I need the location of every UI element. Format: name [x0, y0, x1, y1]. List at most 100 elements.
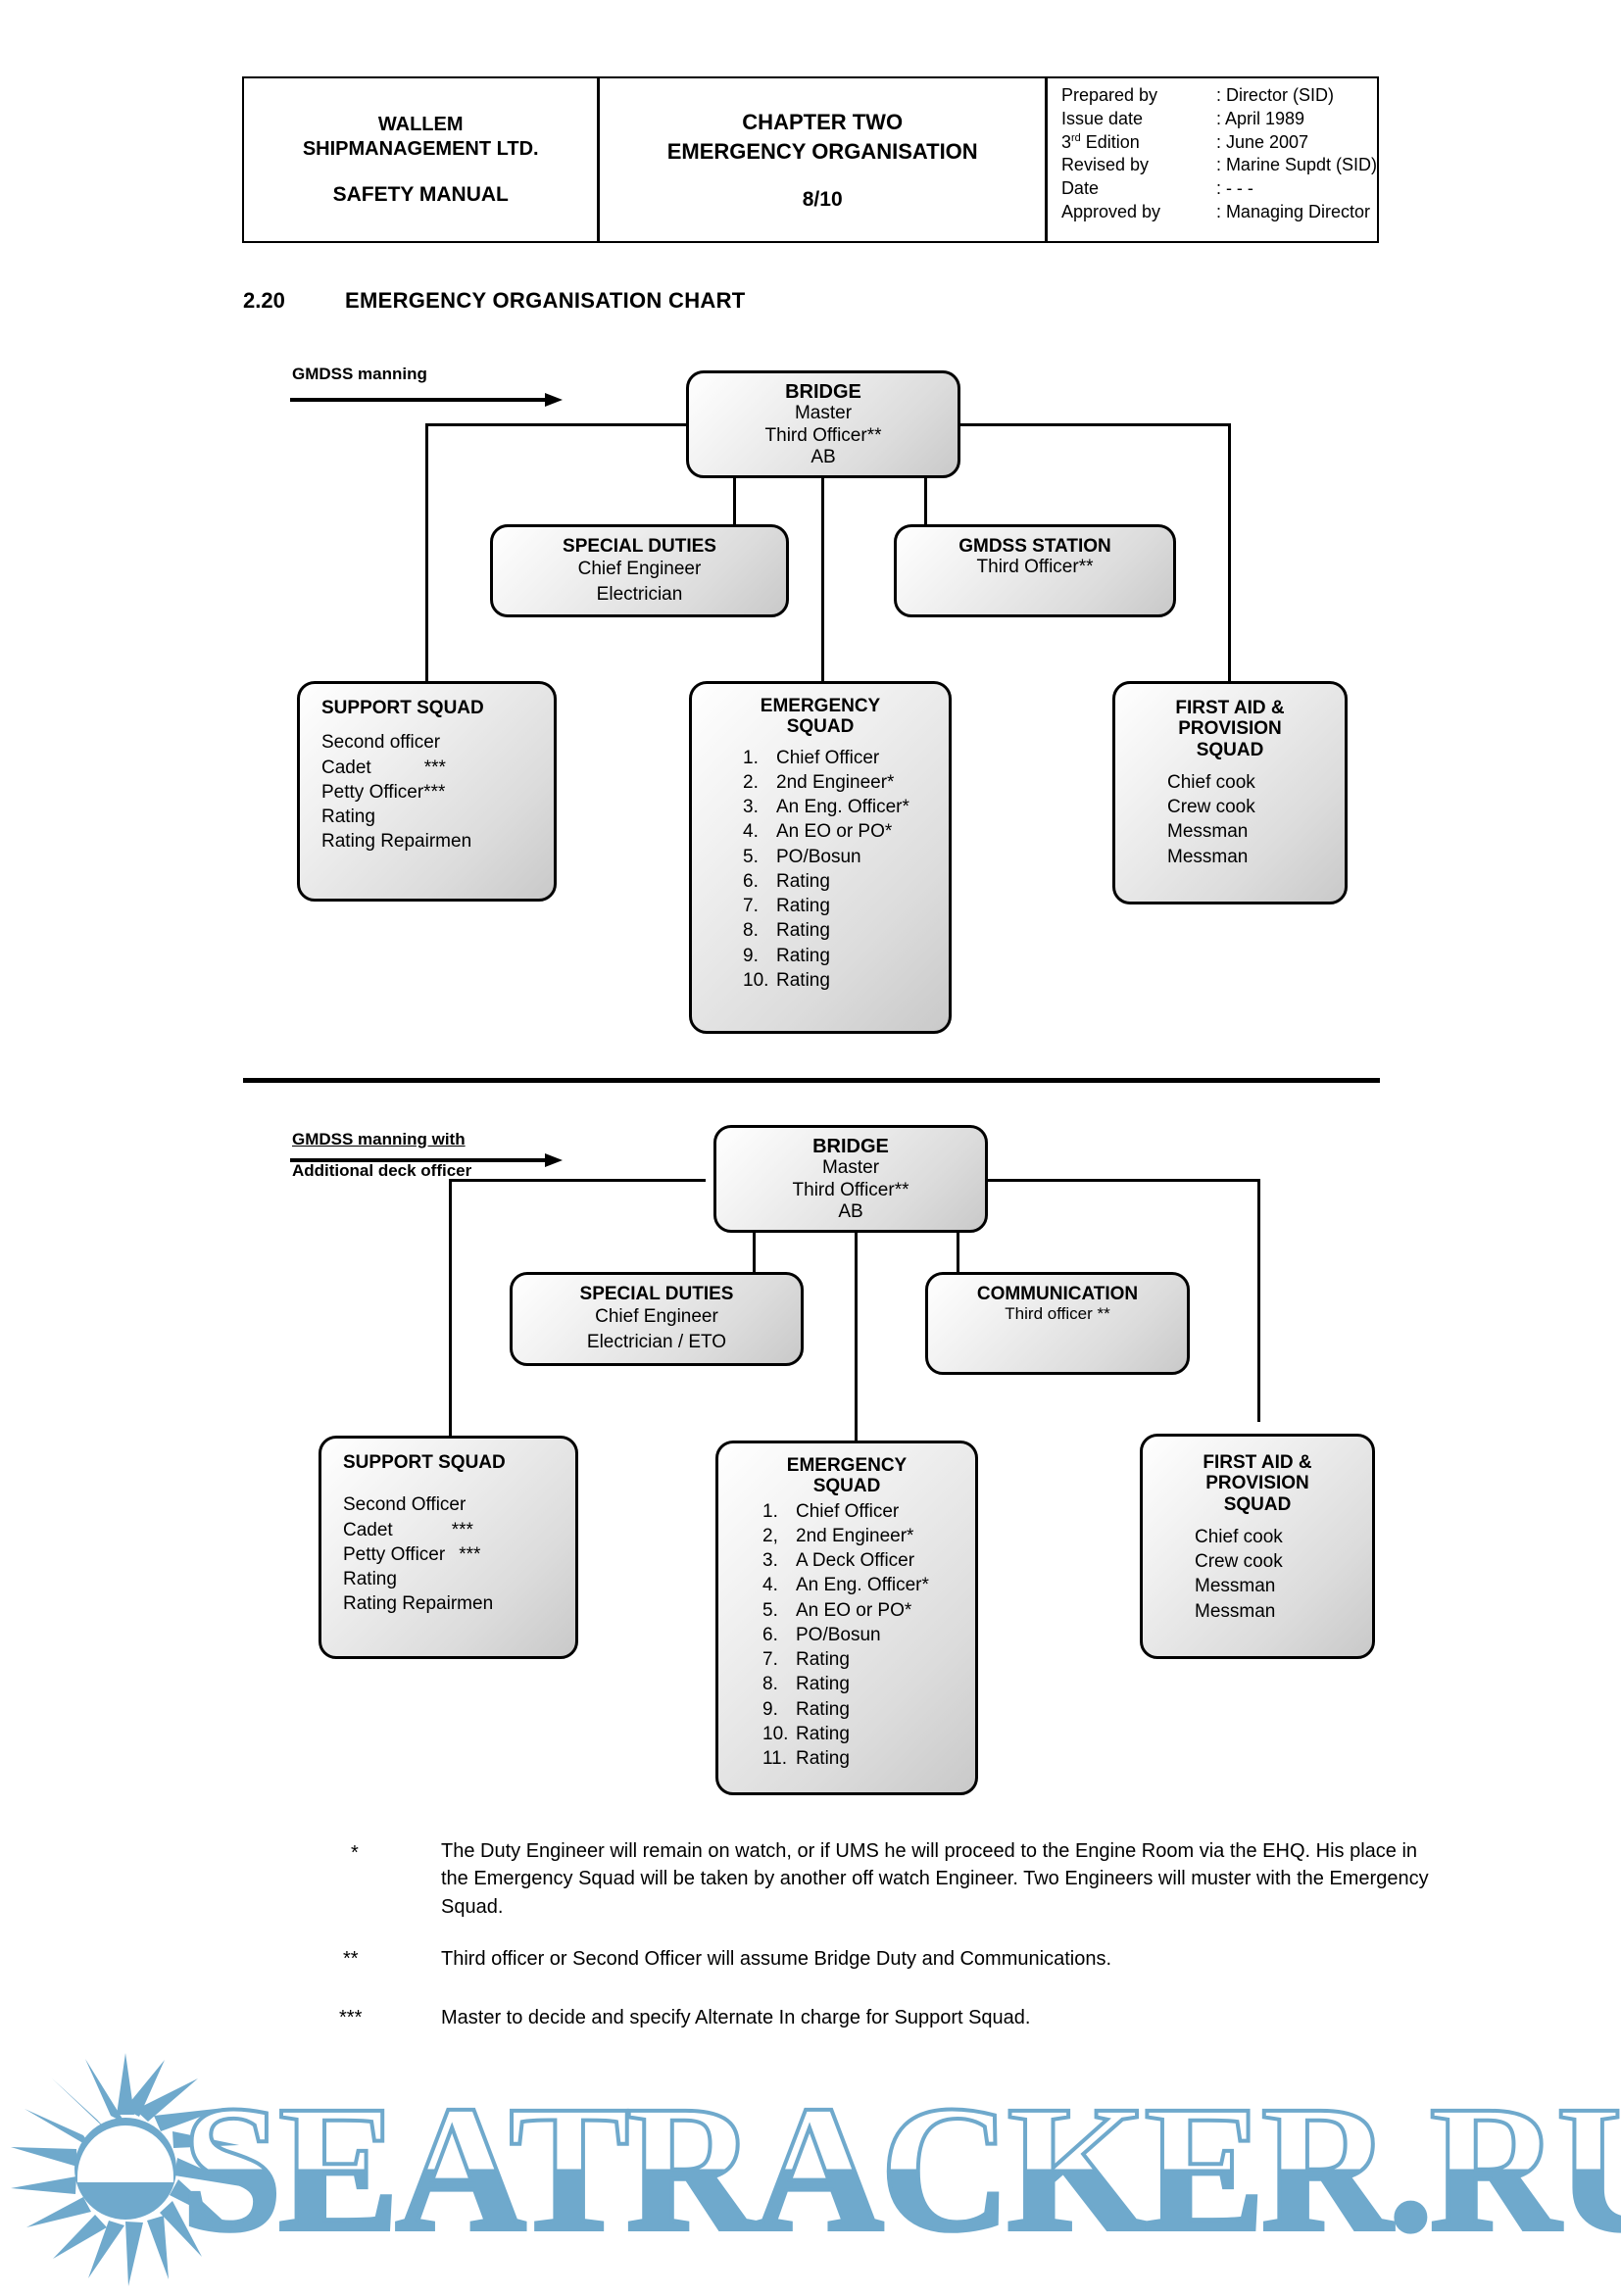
- meta-value: : Director (SID): [1215, 85, 1334, 105]
- chart1-first-aid-title: FIRST AID & PROVISION SQUAD: [1115, 698, 1345, 760]
- chart2-bridge-title: BRIDGE: [812, 1136, 889, 1157]
- chart2-first-aid-line: Messman: [1195, 1600, 1276, 1622]
- chart2-emergency-squad-item: 6.PO/Bosun: [762, 1624, 881, 1645]
- chart1-first-aid-squad-box[interactable]: FIRST AID & PROVISION SQUAD Chief cook C…: [1112, 681, 1348, 904]
- cadet-stars: ***: [423, 757, 446, 778]
- chart1-support-squad-box[interactable]: SUPPORT SQUAD Second officer Cadet*** Pe…: [297, 681, 557, 902]
- chart1-drop-emergency: [821, 475, 824, 686]
- chart1-support-squad-line-cadet: Cadet***: [321, 757, 446, 778]
- meta-row-edition: 3rd Edition : June 2007: [1061, 131, 1377, 155]
- chart1-special-duties-box[interactable]: SPECIAL DUTIES Chief Engineer Electricia…: [490, 524, 789, 617]
- chart1-bus-left: [425, 423, 700, 426]
- chart2-support-squad-line-cadet: Cadet***: [343, 1519, 473, 1540]
- chart1-bridge-box[interactable]: BRIDGE Master Third Officer** AB: [686, 370, 960, 478]
- footnote-mark-2: **: [343, 1948, 359, 1970]
- chart2-first-aid-squad-box[interactable]: FIRST AID & PROVISION SQUAD Chief cook C…: [1140, 1434, 1375, 1659]
- chart1-emergency-squad-item: 8.Rating: [743, 920, 830, 942]
- chart2-flow-label-line1: GMDSS manning with: [292, 1130, 466, 1148]
- chart1-emergency-squad-box[interactable]: EMERGENCY SQUAD 1.Chief Officer 2.2nd En…: [689, 681, 952, 1034]
- chart2-support-squad-line: Second Officer: [343, 1494, 467, 1516]
- meta-row-revised-by: Revised by : Marine Supdt (SID): [1061, 154, 1377, 177]
- chart2-bus-left: [449, 1179, 706, 1182]
- footnote-mark-1: *: [351, 1842, 359, 1864]
- chart2-bridge-line: Third Officer**: [792, 1179, 909, 1200]
- chart1-emergency-squad-item: 5.PO/Bosun: [743, 846, 861, 867]
- chart2-drop-special-duties: [753, 1230, 756, 1276]
- chart1-special-duties-line: Electrician: [596, 583, 683, 605]
- company-name-line2: SHIPMANAGEMENT LTD.: [302, 138, 539, 160]
- chart1-emergency-squad-title: EMERGENCY SQUAD: [692, 696, 949, 738]
- chart1-gmdss-station-line: Third Officer**: [976, 557, 1094, 578]
- chart2-first-aid-line: Crew cook: [1195, 1551, 1283, 1573]
- chart1-emergency-squad-item: 1.Chief Officer: [743, 747, 880, 768]
- chart2-support-squad-box[interactable]: SUPPORT SQUAD Second Officer Cadet*** Pe…: [319, 1436, 578, 1659]
- chart2-first-aid-title-l1: FIRST AID &: [1203, 1452, 1312, 1473]
- footnote-text-3: Master to decide and specify Alternate I…: [441, 2007, 1031, 2028]
- chart1-first-aid-title-l3: SQUAD: [1196, 739, 1264, 760]
- chart1-emergency-squad-item: 6.Rating: [743, 870, 830, 892]
- chart2-emergency-squad-item: 5.An EO or PO*: [762, 1599, 912, 1621]
- chart1-gmdss-station-box[interactable]: GMDSS STATION Third Officer**: [894, 524, 1176, 617]
- meta-value: : - - -: [1215, 178, 1253, 198]
- chart2-emergency-squad-title-l2: SQUAD: [812, 1476, 881, 1497]
- chart2-emergency-squad-box[interactable]: EMERGENCY SQUAD 1.Chief Officer 2,2nd En…: [715, 1441, 978, 1795]
- chart2-drop-support: [449, 1179, 452, 1443]
- chart1-drop-support: [425, 423, 428, 686]
- chart1-emergency-squad-item: 9.Rating: [743, 945, 830, 966]
- chapter-title: EMERGENCY ORGANISATION: [666, 139, 978, 164]
- chart1-first-aid-line: Crew cook: [1167, 797, 1255, 818]
- chart2-bridge-box[interactable]: BRIDGE Master Third Officer** AB: [713, 1125, 988, 1233]
- chart1-bridge-line: AB: [810, 447, 836, 468]
- chart2-special-duties-line: Electrician / ETO: [586, 1331, 727, 1352]
- meta-key: Date: [1060, 178, 1099, 198]
- chart2-special-duties-box[interactable]: SPECIAL DUTIES Chief Engineer Electricia…: [510, 1272, 804, 1366]
- chart2-first-aid-title-l2: PROVISION: [1205, 1473, 1309, 1494]
- chart2-emergency-squad-item: 10.Rating: [762, 1723, 850, 1744]
- chart2-emergency-squad-item: 7.Rating: [762, 1649, 850, 1671]
- chart1-first-aid-title-l1: FIRST AID &: [1175, 698, 1285, 718]
- chart1-emergency-squad-item: 10.Rating: [743, 969, 830, 991]
- chart2-emergency-squad-item: 2,2nd Engineer*: [762, 1525, 914, 1546]
- chart1-drop-gmdss-station: [924, 475, 927, 530]
- edition-ordinal-suffix: rd: [1070, 131, 1081, 144]
- chart2-support-squad-line-petty: Petty Officer***: [343, 1543, 481, 1565]
- meta-row-approved-by: Approved by : Managing Director: [1061, 201, 1377, 224]
- chart2-first-aid-title-l3: SQUAD: [1223, 1493, 1292, 1515]
- chart2-communication-line: Third officer **: [1005, 1304, 1110, 1324]
- footnote-mark-3: ***: [339, 2007, 363, 2028]
- document-header-table: WALLEM SHIPMANAGEMENT LTD. SAFETY MANUAL…: [242, 76, 1379, 243]
- meta-row-prepared-by: Prepared by : Director (SID): [1061, 84, 1377, 108]
- section-title: EMERGENCY ORGANISATION CHART: [345, 288, 746, 313]
- chart2-emergency-squad-item: 3.A Deck Officer: [762, 1550, 915, 1572]
- meta-key: Approved by: [1060, 201, 1161, 221]
- chart1-emergency-squad-item: 2.2nd Engineer*: [743, 771, 895, 793]
- chart1-bridge-line: Third Officer**: [764, 424, 882, 446]
- meta-value: : Marine Supdt (SID): [1215, 155, 1377, 175]
- chart1-support-squad-line: Second officer: [321, 732, 441, 754]
- chart1-emergency-squad-item: 4.An EO or PO*: [743, 821, 893, 843]
- chart2-emergency-squad-title: EMERGENCY SQUAD: [718, 1455, 975, 1497]
- chart2-emergency-squad-item: 4.An Eng. Officer*: [762, 1575, 929, 1596]
- cadet-stars: ***: [451, 1519, 473, 1540]
- chart2-bus-right: [976, 1179, 1260, 1182]
- chart1-drop-firstaid: [1228, 423, 1231, 686]
- chart2-communication-box[interactable]: COMMUNICATION Third officer **: [925, 1272, 1190, 1375]
- chart2-drop-firstaid: [1257, 1179, 1260, 1422]
- chart1-support-squad-title: SUPPORT SQUAD: [321, 698, 484, 718]
- chart2-emergency-squad-item: 9.Rating: [762, 1698, 850, 1720]
- meta-key: Prepared by: [1060, 85, 1157, 105]
- chart1-bridge-line: Master: [794, 403, 853, 424]
- chart1-flow-label: GMDSS manning: [292, 365, 427, 383]
- meta-value: : April 1989: [1215, 108, 1304, 128]
- meta-key: 3rd Edition: [1060, 131, 1140, 152]
- chart2-special-duties-line: Chief Engineer: [595, 1306, 718, 1328]
- chapter-label: CHAPTER TWO: [742, 110, 904, 135]
- page-number: 8/10: [802, 187, 843, 211]
- chart2-drop-emergency: [855, 1230, 858, 1443]
- meta-key: Issue date: [1060, 108, 1143, 128]
- chart2-first-aid-line: Messman: [1195, 1576, 1276, 1597]
- chart1-gmdss-station-title: GMDSS STATION: [958, 536, 1111, 557]
- chart2-bridge-line: Master: [821, 1157, 880, 1179]
- header-meta-cell: Prepared by : Director (SID) Issue date …: [1048, 78, 1377, 241]
- header-company-cell: WALLEM SHIPMANAGEMENT LTD. SAFETY MANUAL: [244, 78, 601, 241]
